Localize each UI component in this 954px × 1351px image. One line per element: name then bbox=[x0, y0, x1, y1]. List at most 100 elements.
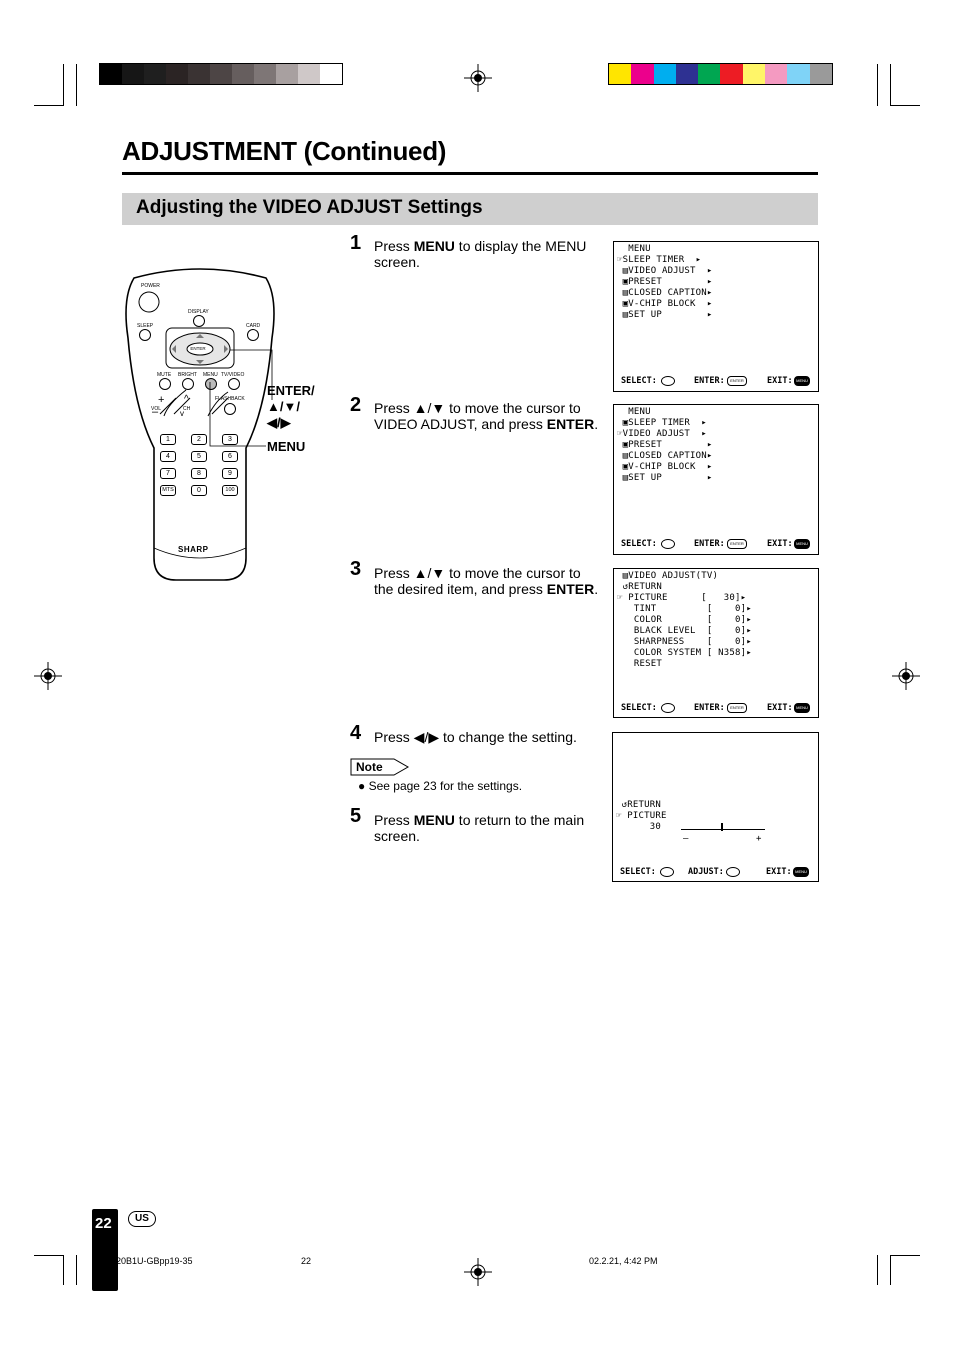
step-number: 1 bbox=[350, 232, 362, 254]
step-text-bold: ENTER bbox=[546, 416, 595, 432]
display-label: DISPLAY bbox=[188, 309, 209, 315]
callout-updown-label: ▲/▼/ bbox=[267, 399, 300, 414]
select-joystick-icon bbox=[661, 703, 675, 713]
sleep-button[interactable] bbox=[139, 329, 151, 341]
keypad-key[interactable]: 8 bbox=[191, 468, 207, 479]
bright-button[interactable] bbox=[182, 378, 194, 390]
step-text: Press MENU to return to the main screen. bbox=[374, 812, 602, 844]
keypad-key[interactable]: 3 bbox=[222, 434, 238, 445]
title-rule bbox=[122, 172, 818, 175]
osd-screen-video-adjust: ▤VIDEO ADJUST(TV) ↺RETURN ☞ PICTURE [ 30… bbox=[613, 568, 819, 718]
step-number: 5 bbox=[350, 805, 362, 827]
vol-up-icon[interactable]: + bbox=[158, 394, 165, 406]
menu-button-icon: MENU bbox=[793, 867, 809, 877]
color-swatch bbox=[653, 64, 676, 84]
enter-button[interactable]: ENTER bbox=[190, 346, 206, 351]
gray-swatch bbox=[276, 64, 298, 84]
section-title: Adjusting the VIDEO ADJUST Settings bbox=[136, 197, 483, 218]
keypad-key[interactable]: 9 bbox=[222, 468, 238, 479]
crop-mark bbox=[34, 1255, 64, 1256]
flashback-label: FLASHBACK bbox=[215, 396, 245, 402]
osd-exit-label: EXIT: bbox=[767, 376, 793, 386]
callout-enter-label: ENTER/ bbox=[267, 383, 315, 398]
mute-button[interactable] bbox=[159, 378, 171, 390]
note-tag-icon bbox=[350, 758, 410, 776]
keypad-key[interactable]: 2 bbox=[191, 434, 207, 445]
ch-up-icon[interactable]: ^ bbox=[184, 394, 189, 405]
step-text-part: Press ▲/▼ to move the cursor to VIDEO AD… bbox=[374, 400, 581, 432]
note-label: Note bbox=[350, 758, 410, 776]
step-text: Press ◀/▶ to change the setting. bbox=[374, 729, 577, 745]
osd-menu-lines: MENU ☞SLEEP TIMER ▸ ▤VIDEO ADJUST ▸ ▣PRE… bbox=[617, 244, 713, 320]
registration-mark-icon bbox=[464, 64, 492, 92]
step-text-part: to return to the main screen. bbox=[374, 812, 585, 844]
keypad-key[interactable]: 4 bbox=[160, 451, 176, 462]
keypad-key[interactable]: 100 bbox=[222, 485, 238, 496]
keypad-key[interactable]: 5 bbox=[191, 451, 207, 462]
enter-button-icon: ENTER bbox=[727, 376, 747, 386]
registration-mark-icon bbox=[34, 662, 62, 690]
osd-screen-menu: MENU ☞SLEEP TIMER ▸ ▤VIDEO ADJUST ▸ ▣PRE… bbox=[613, 241, 819, 392]
select-joystick-icon bbox=[661, 539, 675, 549]
color-swatch bbox=[765, 64, 788, 84]
color-swatch bbox=[742, 64, 766, 84]
osd-screen-menu-video: MENU ▣SLEEP TIMER ▸ ☞VIDEO ADJUST ▸ ▣PRE… bbox=[613, 404, 819, 555]
sleep-label: SLEEP bbox=[137, 323, 154, 329]
note-text: Note bbox=[356, 760, 383, 774]
crop-mark bbox=[890, 1255, 920, 1256]
osd-exit-label: EXIT: bbox=[766, 867, 792, 877]
step-text-part: . bbox=[594, 416, 599, 432]
step-text-part: . bbox=[594, 581, 599, 597]
select-joystick-icon bbox=[661, 376, 675, 386]
grayscale-bar bbox=[99, 63, 343, 85]
keypad-key[interactable]: 1 bbox=[160, 434, 176, 445]
color-swatch bbox=[698, 64, 721, 84]
callout-enter: ENTER/ ▲/▼/ ◀/▶ bbox=[267, 383, 315, 431]
step-text-part: Press ▲/▼ to move the cursor to the desi… bbox=[374, 565, 581, 597]
callout-leftright-label: ◀/▶ bbox=[267, 415, 291, 430]
step-text: Press MENU to display the MENU screen. bbox=[374, 238, 602, 270]
display-button[interactable] bbox=[193, 315, 205, 327]
color-swatch bbox=[809, 64, 832, 84]
keypad-key[interactable]: MTS bbox=[160, 485, 176, 496]
page-number-tab: 22 bbox=[92, 1209, 118, 1291]
keypad-key[interactable]: 6 bbox=[222, 451, 238, 462]
footer-page: 22 bbox=[301, 1256, 312, 1266]
color-swatch bbox=[609, 64, 632, 84]
tvvideo-button[interactable] bbox=[228, 378, 240, 390]
picture-slider-thumb bbox=[721, 823, 723, 831]
gray-swatch bbox=[298, 64, 320, 84]
keypad-key[interactable]: 0 bbox=[191, 485, 207, 496]
osd-enter-label: ENTER: bbox=[694, 539, 725, 549]
color-swatch bbox=[631, 64, 654, 84]
step-text: Press ▲/▼ to move the cursor to the desi… bbox=[374, 565, 602, 597]
gray-swatch bbox=[166, 64, 188, 84]
keypad-key[interactable]: 7 bbox=[160, 468, 176, 479]
footer-date: 02.2.21, 4:42 PM bbox=[589, 1256, 658, 1266]
osd-menu-lines: MENU ▣SLEEP TIMER ▸ ☞VIDEO ADJUST ▸ ▣PRE… bbox=[617, 407, 713, 483]
note-bullet-text: See page 23 for the settings. bbox=[368, 779, 523, 793]
vol-down-icon[interactable]: – bbox=[152, 406, 159, 418]
color-swatch bbox=[720, 64, 743, 84]
page-number: 22 bbox=[95, 1215, 112, 1232]
note-bullet: ● See page 23 for the settings. bbox=[358, 779, 523, 793]
enter-button-icon: ENTER bbox=[727, 539, 747, 549]
registration-mark-icon bbox=[892, 662, 920, 690]
osd-screen-picture-slider: ↺RETURN ☞ PICTURE 30 – + SELECT: ADJUST:… bbox=[612, 732, 819, 882]
menu-button[interactable] bbox=[205, 378, 217, 390]
gray-swatch bbox=[122, 64, 144, 84]
footer-file: 20B1U-GBpp19-35 bbox=[116, 1256, 193, 1266]
registration-mark-icon bbox=[464, 1258, 492, 1286]
vol-label: VOL bbox=[151, 406, 162, 412]
card-button[interactable] bbox=[247, 329, 259, 341]
flashback-button[interactable] bbox=[224, 403, 236, 415]
menu-button-icon: MENU bbox=[794, 539, 810, 549]
menu-small-label: MENU bbox=[203, 372, 218, 378]
select-joystick-icon bbox=[660, 867, 674, 877]
picture-slider-track bbox=[681, 829, 765, 830]
osd-enter-label: ENTER: bbox=[694, 376, 725, 386]
crop-mark bbox=[76, 64, 77, 106]
ch-down-icon[interactable]: v bbox=[180, 409, 184, 418]
gray-swatch bbox=[232, 64, 254, 84]
brand-logo: SHARP bbox=[178, 545, 209, 554]
